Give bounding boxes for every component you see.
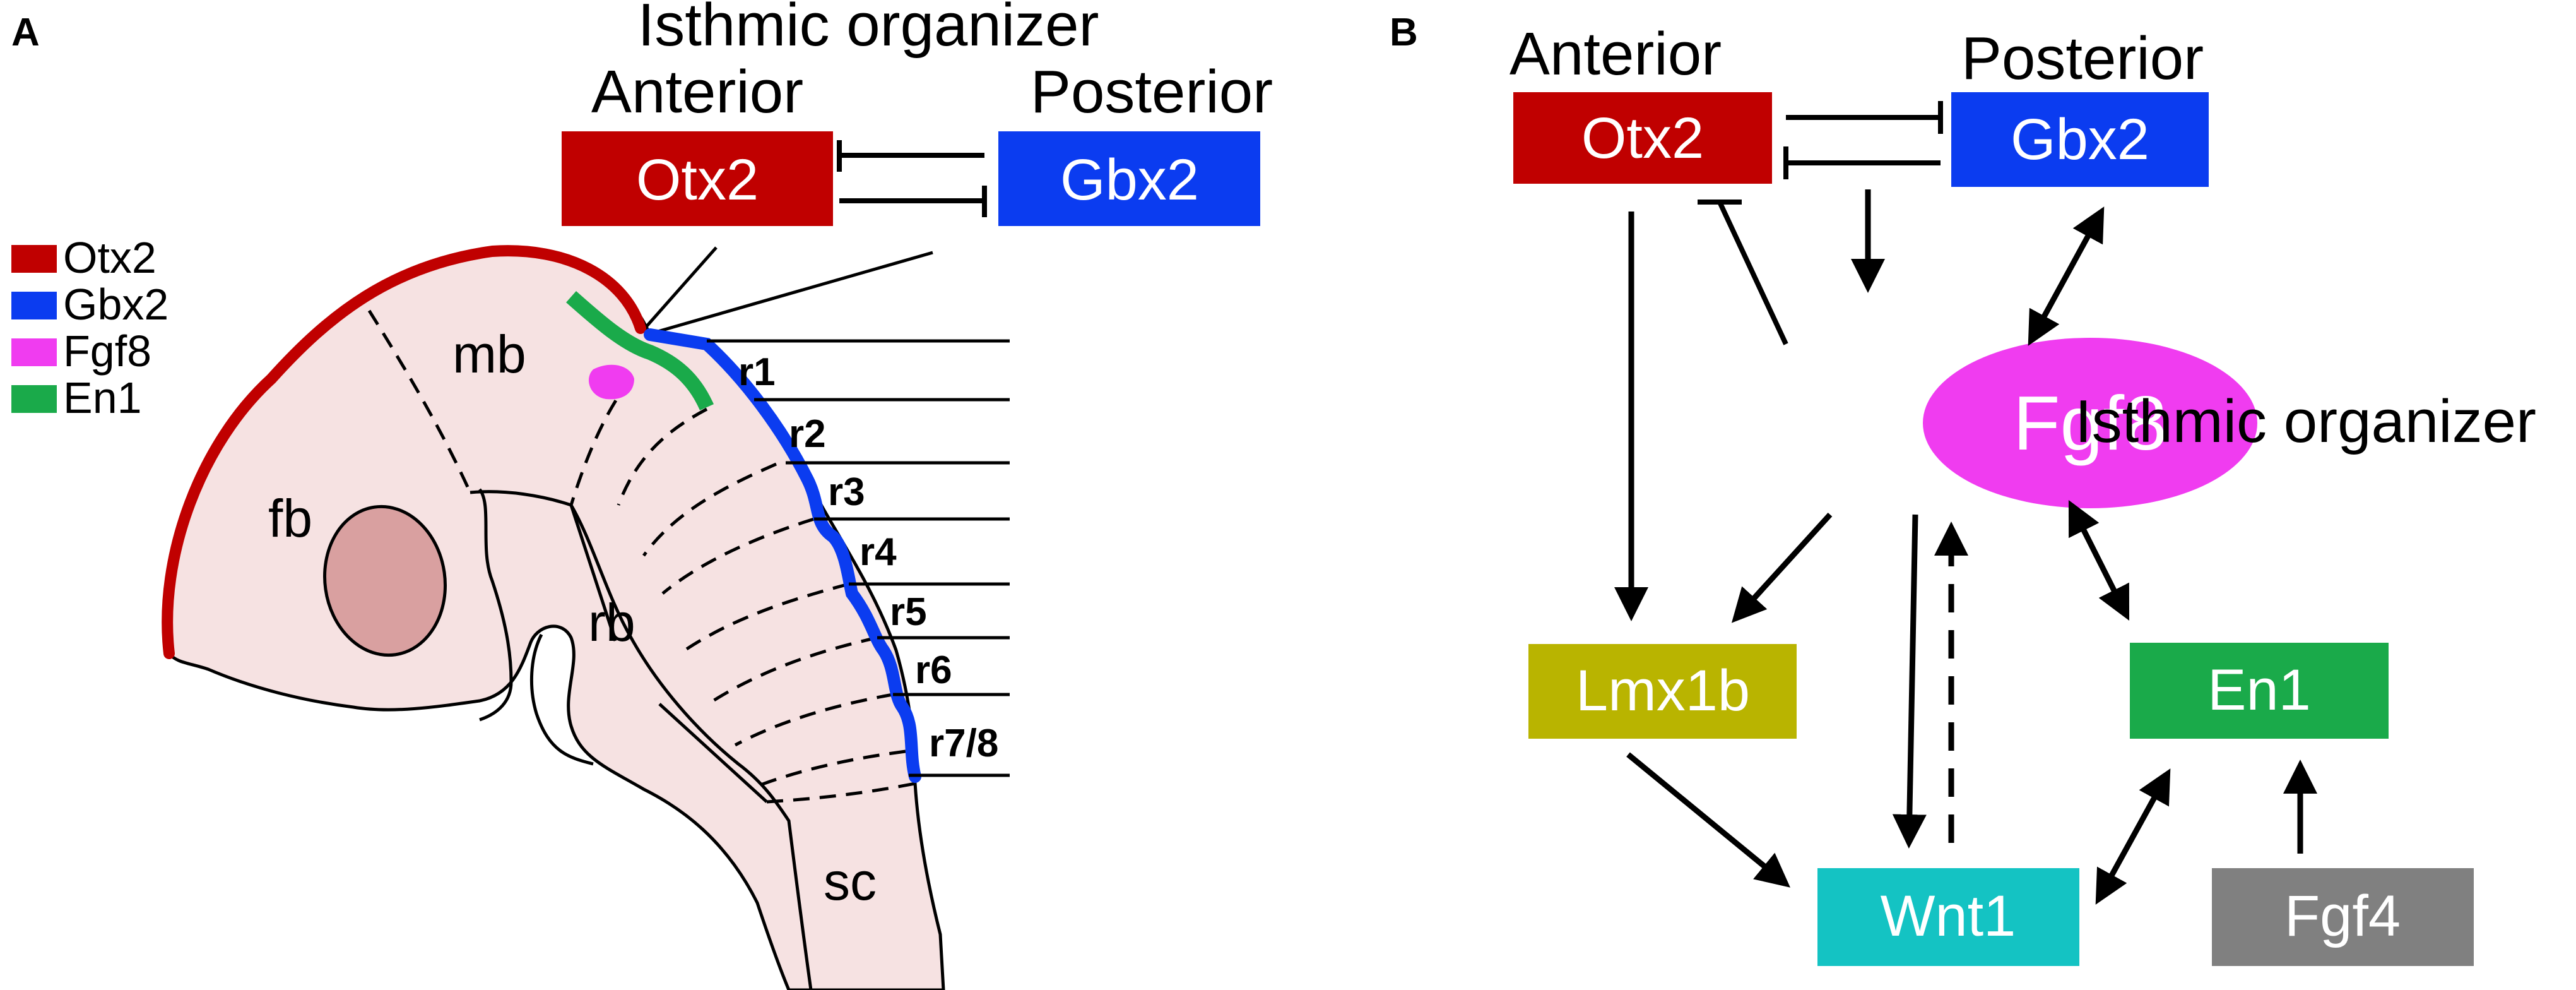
node-gbx2: [1951, 92, 2209, 187]
rhombomere-boundary-7: [757, 749, 906, 788]
cephalic-flexure-outline: [529, 633, 594, 766]
region-label-fb: fb: [268, 489, 312, 548]
rhombomere-label-r1: r1: [738, 350, 776, 394]
gbx2-box-label: Gbx2: [1060, 148, 1199, 212]
rhombomere-label-r2: r2: [789, 412, 826, 456]
node-gbx2-label: Gbx2: [2011, 107, 2149, 172]
fgf8-domain: [588, 364, 634, 400]
node-en1-label: En1: [2207, 658, 2311, 722]
panel-a-letter: A: [11, 11, 40, 54]
midbrain-floor-outline: [470, 490, 572, 507]
rhombomere-label-r5: r5: [890, 590, 927, 634]
rhombomere-boundary-5: [712, 636, 878, 703]
legend: Otx2 Gbx2 Fgf8 En1: [11, 233, 168, 422]
node-fgf8-label: Fgf8: [2013, 380, 2167, 466]
ventral-tube-outline: [478, 488, 513, 722]
rb-line-lower: [658, 703, 768, 803]
legend-swatch-fgf8: [11, 338, 57, 366]
rhombomere-label-r6: r6: [915, 648, 952, 692]
isthmic-organizer-title: Isthmic organizer: [638, 0, 1099, 59]
edge-en1-wnt1-bidirectional: [2095, 768, 2171, 905]
edge-fgf8-to-wnt1: [1892, 514, 1927, 849]
edge-otx2-gbx2-repression: [1783, 101, 1943, 179]
rhombomere-boundary-3: [661, 517, 815, 595]
rb-line-upper: [569, 504, 617, 641]
edge-fgf8-represses-otx2: [1698, 200, 1788, 345]
legend-swatch-en1: [11, 385, 57, 413]
otx2-box: [562, 131, 833, 226]
boundary-hb-sc: [766, 781, 919, 804]
b-anterior-label: Anterior: [1510, 20, 1722, 88]
legend-label-fgf8: Fgf8: [63, 326, 151, 376]
rhombomere-boundary-1: [617, 407, 708, 506]
hindbrain-floor-outline: [569, 504, 813, 990]
otx2-domain-stripe: [162, 245, 646, 659]
node-otx2: [1513, 92, 1772, 184]
region-label-rb: rb: [588, 593, 635, 652]
legend-swatch-otx2: [11, 245, 57, 273]
legend-label-gbx2: Gbx2: [63, 280, 168, 329]
rhombomere-boundary-2: [642, 462, 777, 557]
otx2-box-label: Otx2: [636, 148, 759, 212]
node-lmx1b: [1528, 644, 1797, 739]
panel-b-letter: B: [1390, 11, 1418, 54]
legend-label-en1: En1: [63, 373, 142, 422]
posterior-label: Posterior: [1031, 58, 1273, 126]
node-en1: [2130, 643, 2389, 739]
b-posterior-label: Posterior: [1961, 25, 2204, 92]
panel-a: A Isthmic organizer Anterior Posterior O…: [11, 0, 1273, 990]
node-wnt1: [1817, 868, 2079, 966]
otx2-pointer-line: [642, 246, 718, 331]
node-fgf4: [2212, 868, 2474, 966]
node-fgf8: [1923, 338, 2257, 508]
rhombomere-label-r7-8: r7/8: [929, 722, 998, 765]
rhombomere-boundary-4: [683, 582, 849, 652]
region-label-sc: sc: [824, 852, 877, 911]
rhombomere-boundary-6: [734, 693, 894, 747]
panel-b: B Anterior Posterior Otx2 Gbx2 Fgf8 Isth…: [1390, 11, 2536, 966]
rhombomere-label-r4: r4: [860, 530, 897, 574]
legend-swatch-gbx2: [11, 292, 57, 319]
rhombomere-label-r3: r3: [828, 470, 865, 514]
node-lmx1b-label: Lmx1b: [1576, 659, 1750, 723]
edge-fgf8-to-lmx1b: [1731, 512, 1833, 623]
node-fgf4-label: Fgf4: [2284, 884, 2401, 948]
rhombomere-guides: [707, 339, 1010, 777]
node-wnt1-label: Wnt1: [1881, 884, 2016, 948]
eye: [323, 504, 447, 657]
en1-domain-stripe: [566, 291, 714, 411]
legend-label-otx2: Otx2: [63, 233, 157, 282]
edge-fgf8-gbx2-bidirectional: [2028, 206, 2105, 346]
edge-lmx1b-to-wnt1: [1626, 752, 1790, 888]
edge-fgf8-en1-bidirectional: [2068, 499, 2130, 621]
gbx2-box: [998, 131, 1260, 226]
repression-otx2-gbx2: [837, 140, 987, 217]
region-label-mb: mb: [452, 325, 526, 384]
gbx2-pointer-line: [651, 251, 933, 335]
anterior-label: Anterior: [591, 58, 803, 126]
organizer-label: Isthmic organizer: [2075, 388, 2536, 455]
node-otx2-label: Otx2: [1581, 106, 1704, 170]
